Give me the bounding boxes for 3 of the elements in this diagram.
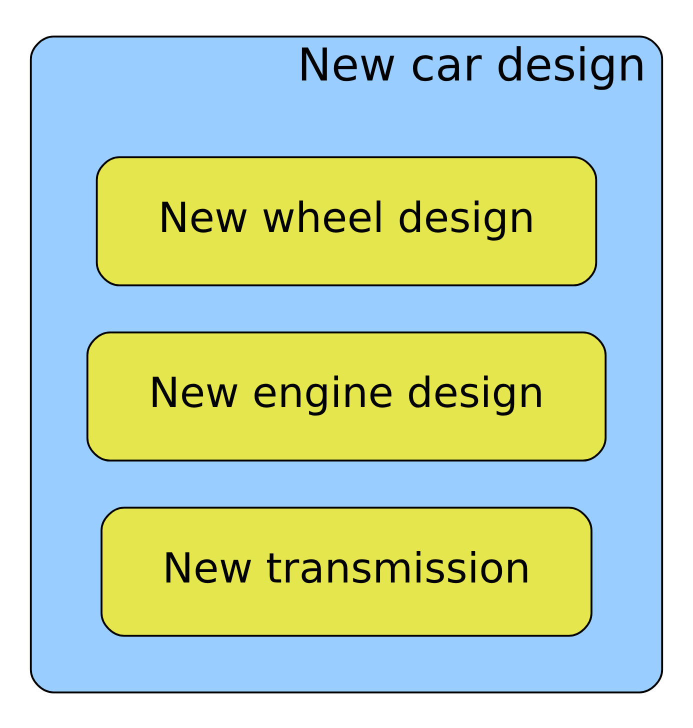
- node-box: New transmission: [100, 506, 592, 636]
- node-box: New wheel design: [96, 156, 598, 286]
- node-box: New engine design: [86, 331, 607, 462]
